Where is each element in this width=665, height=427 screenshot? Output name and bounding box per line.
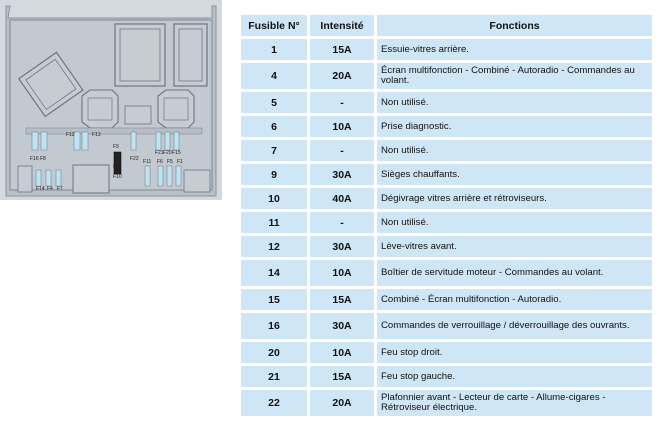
fuse-label: F2 — [113, 164, 119, 170]
intensity-cell: 10A — [310, 342, 374, 363]
fuse-number-cell: 1 — [241, 39, 307, 60]
fuse-number-cell: 15 — [241, 289, 307, 310]
fuse-label: F5 — [167, 159, 173, 165]
fuse-label: F13 — [92, 132, 101, 138]
fuse-label: F22 — [130, 156, 139, 162]
fuse-label: F8 — [40, 156, 46, 162]
table-row: 7-Non utilisé. — [241, 140, 652, 161]
fuse-number-cell: 9 — [241, 164, 307, 185]
intensity-cell: 10A — [310, 116, 374, 137]
fuse-number-cell: 6 — [241, 116, 307, 137]
fuse-number-cell: 11 — [241, 212, 307, 233]
fuse-number-cell: 21 — [241, 366, 307, 387]
intensity-cell: - — [310, 92, 374, 113]
fuse-number-cell: 20 — [241, 342, 307, 363]
function-cell: Non utilisé. — [377, 92, 652, 113]
intensity-cell: - — [310, 140, 374, 161]
intensity-cell: 30A — [310, 236, 374, 257]
intensity-cell: 20A — [310, 390, 374, 416]
function-cell: Plafonnier avant - Lecteur de carte - Al… — [377, 390, 652, 416]
function-cell: Feu stop droit. — [377, 342, 652, 363]
function-cell: Non utilisé. — [377, 140, 652, 161]
intensity-cell: - — [310, 212, 374, 233]
function-cell: Écran multifonction - Combiné - Autoradi… — [377, 63, 652, 89]
fuse-label: F10 — [113, 174, 122, 180]
table-row: 11-Non utilisé. — [241, 212, 652, 233]
intensity-cell: 20A — [310, 63, 374, 89]
function-cell: Essuie-vitres arrière. — [377, 39, 652, 60]
fuse-label: F4 — [47, 186, 53, 192]
function-cell: Sièges chauffants. — [377, 164, 652, 185]
intensity-cell: 15A — [310, 366, 374, 387]
fuse-label: F21 — [155, 150, 164, 156]
table-header-row: Fusible N° Intensité Fonctions — [241, 15, 652, 36]
fuse-number-cell: 12 — [241, 236, 307, 257]
intensity-cell: 30A — [310, 164, 374, 185]
fuse-label: F9 — [113, 144, 119, 150]
function-cell: Prise diagnostic. — [377, 116, 652, 137]
fuse-box-diagram: F12 F13 F16 F8 F9 F10 F11 F22 F21 F20 F1… — [0, 0, 222, 200]
fuse-number-cell: 14 — [241, 260, 307, 286]
intensity-cell: 40A — [310, 188, 374, 209]
function-cell: Lève-vitres avant. — [377, 236, 652, 257]
fuse-label: F6 — [157, 159, 163, 165]
fuse-number-cell: 4 — [241, 63, 307, 89]
fuse-number-cell: 5 — [241, 92, 307, 113]
function-cell: Combiné - Écran multifonction - Autoradi… — [377, 289, 652, 310]
fuse-label: F7 — [57, 186, 63, 192]
function-cell: Boîtier de servitude moteur - Commandes … — [377, 260, 652, 286]
header-intensity: Intensité — [310, 15, 374, 36]
function-cell: Feu stop gauche. — [377, 366, 652, 387]
function-cell: Non utilisé. — [377, 212, 652, 233]
table-row: 5-Non utilisé. — [241, 92, 652, 113]
intensity-cell: 15A — [310, 289, 374, 310]
header-fuse-number: Fusible N° — [241, 15, 307, 36]
fuse-label: F12 — [66, 132, 75, 138]
fuse-label: F1 — [177, 159, 183, 165]
fuse-number-cell: 22 — [241, 390, 307, 416]
function-cell: Dégivrage vitres arrière et rétroviseurs… — [377, 188, 652, 209]
fuse-label: F20 — [163, 150, 172, 156]
fuse-label: F16 — [30, 156, 39, 162]
fuse-number-cell: 16 — [241, 313, 307, 339]
fuse-label: F14 — [36, 186, 45, 192]
function-cell: Commandes de verrouillage / déverrouilla… — [377, 313, 652, 339]
fuse-label: F11 — [143, 159, 151, 165]
intensity-cell: 30A — [310, 313, 374, 339]
fuse-number-cell: 7 — [241, 140, 307, 161]
fuse-number-cell: 10 — [241, 188, 307, 209]
intensity-cell: 10A — [310, 260, 374, 286]
intensity-cell: 15A — [310, 39, 374, 60]
header-functions: Fonctions — [377, 15, 652, 36]
fuse-label: F15 — [172, 150, 181, 156]
